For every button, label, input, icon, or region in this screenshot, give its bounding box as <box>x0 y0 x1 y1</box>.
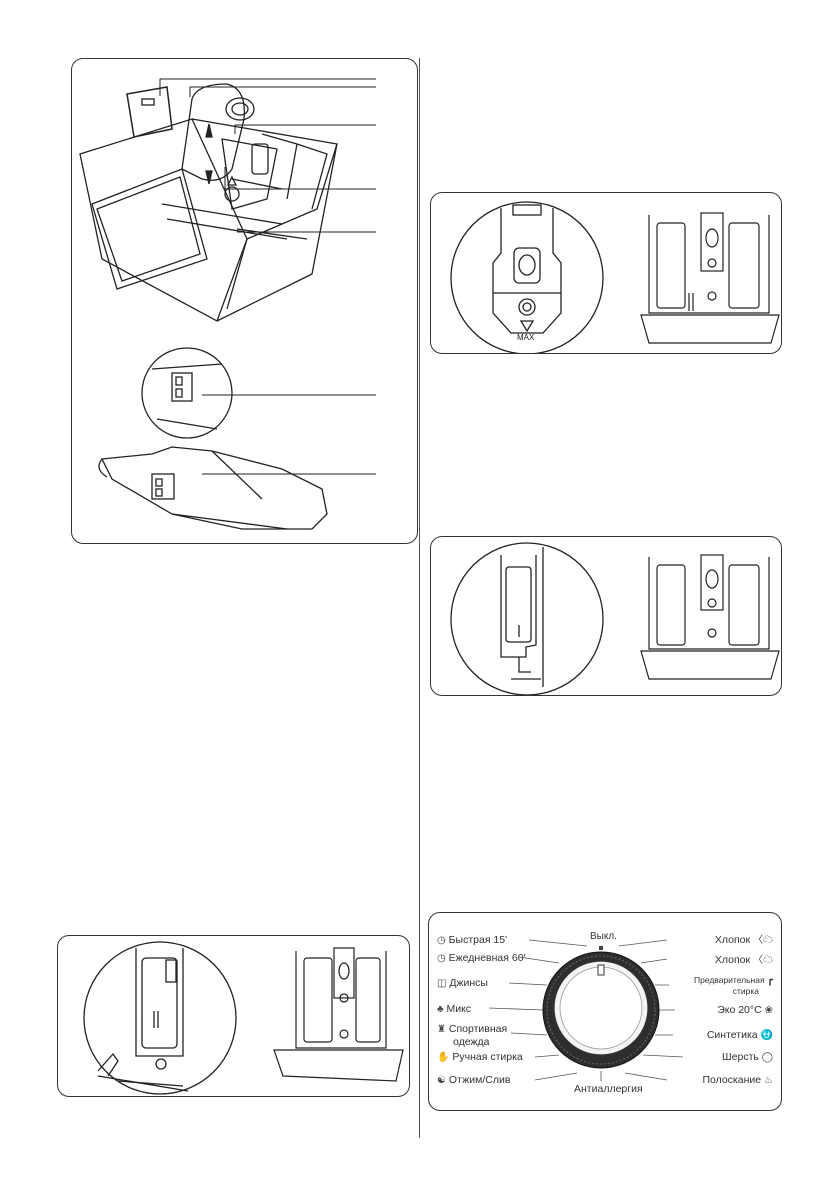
program-label: Эко 20°C <box>717 1004 762 1016</box>
program-label: Предварительная <box>693 975 765 985</box>
wool-icon: ◯ <box>761 1052 773 1063</box>
jeans-icon: ◫ <box>437 978 447 989</box>
program-label: Отжим/Слив <box>448 1074 511 1086</box>
clock-icon: ◷ <box>437 953 446 964</box>
program-label: Хлопок <box>714 934 751 946</box>
cotton-icon: 〈☁ <box>753 955 773 966</box>
program-label: Антиаллергия <box>574 1083 643 1095</box>
clock-icon: ◷ <box>437 935 446 946</box>
max-label: MAX <box>517 333 535 342</box>
mix-icon: ♣ <box>437 1004 444 1015</box>
figure-drawer-overview <box>71 58 418 544</box>
program-synthetics[interactable]: Синтетика ⛎ <box>707 1029 773 1042</box>
program-spin-drain[interactable]: ☯ Отжим/Слив <box>437 1074 510 1087</box>
rinse-icon: ♨ <box>764 1075 773 1086</box>
program-daily-60[interactable]: ◷ Ежедневная 60' <box>437 952 526 965</box>
drawer-overview-drawing <box>79 78 376 530</box>
cup-removed-drawing <box>83 941 404 1095</box>
program-quick-15[interactable]: ◷ Быстрая 15' <box>437 934 507 947</box>
program-mix[interactable]: ♣ Микс <box>437 1003 471 1016</box>
program-label: Хлопок <box>714 954 751 966</box>
figure-siphon-max: MAX <box>430 192 782 354</box>
program-eco-20[interactable]: Эко 20°C ❀ <box>717 1004 773 1017</box>
program-label-line2: одежда <box>453 1036 490 1048</box>
program-sport[interactable]: ♜ Спортивная одежда <box>437 1023 507 1048</box>
cup-side-drawing <box>450 542 780 695</box>
program-label: Ручная стирка <box>452 1051 523 1063</box>
program-label: Ежедневная 60' <box>448 952 526 964</box>
sport-icon: ♜ <box>437 1024 446 1035</box>
figure-cup-removed <box>57 935 410 1097</box>
siphon-max-drawing <box>450 201 780 353</box>
figure-cup-side <box>430 536 782 696</box>
program-cotton[interactable]: Хлопок 〈☁ <box>715 954 773 967</box>
hand-wash-icon: ✋ <box>437 1052 450 1063</box>
program-label: Джинсы <box>449 977 488 989</box>
column-divider <box>419 58 420 1138</box>
spin-drain-icon: ☯ <box>437 1075 446 1086</box>
program-jeans[interactable]: ◫ Джинсы <box>437 977 488 990</box>
program-antiallergy[interactable]: Антиаллергия <box>574 1083 643 1095</box>
program-label: Синтетика <box>706 1029 758 1041</box>
program-wool[interactable]: Шерсть ◯ <box>722 1051 773 1064</box>
program-hand-wash[interactable]: ✋ Ручная стирка <box>437 1051 523 1064</box>
eco-leaf-icon: ❀ <box>764 1005 773 1016</box>
cotton-eco-icon: 〈☁ <box>753 935 773 946</box>
program-label: Быстрая 15' <box>448 934 508 946</box>
program-cotton-eco[interactable]: Хлопок 〈☁ <box>715 934 773 947</box>
program-label: Шерсть <box>722 1051 759 1063</box>
control-panel: Выкл. ◷ Быстрая 15' ◷ Ежедневная 60' ◫ Д… <box>428 912 782 1111</box>
dial-drawing <box>488 939 684 1081</box>
program-label-line2: стирка <box>732 986 759 996</box>
synthetics-icon: ⛎ <box>760 1030 773 1041</box>
prewash-icon: ┏ <box>766 975 773 986</box>
program-prewash[interactable]: Предварительная ┏ стирка <box>694 975 773 996</box>
program-label: Полоскание <box>702 1074 762 1086</box>
program-rinse[interactable]: Полоскание ♨ <box>702 1074 773 1087</box>
off-label: Выкл. <box>590 931 617 942</box>
program-label: Микс <box>446 1003 472 1015</box>
program-label: Спортивная <box>448 1023 508 1035</box>
